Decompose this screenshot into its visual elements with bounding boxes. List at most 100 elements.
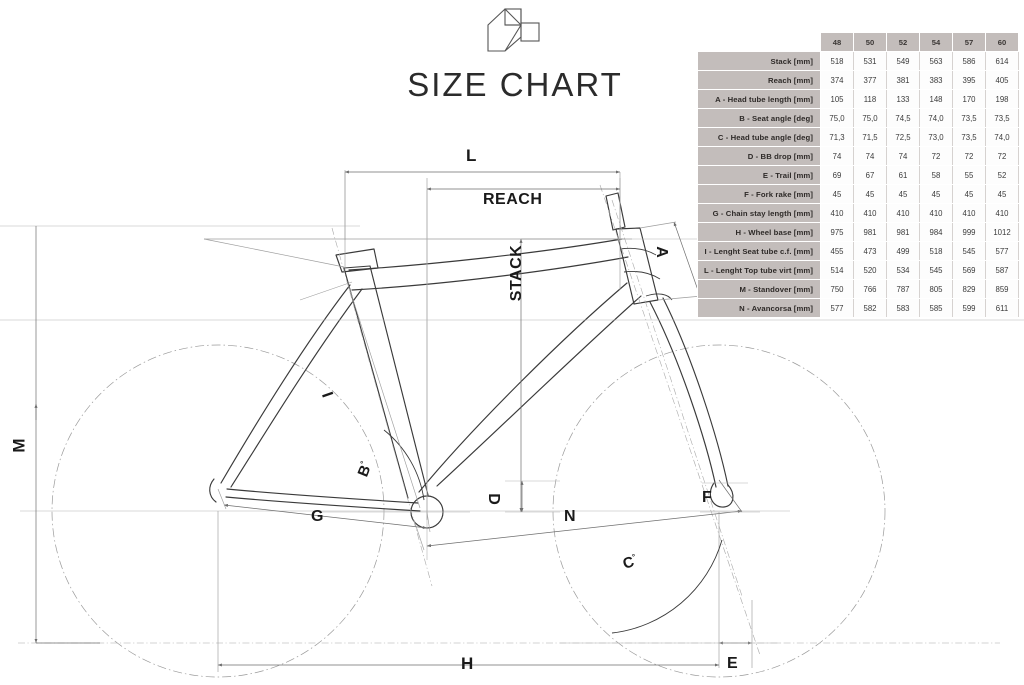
spec-row-label: N - Avancorsa [mm] [697, 298, 821, 318]
dim-label-H: H [461, 654, 474, 673]
spec-cell-value: 829 [952, 279, 986, 299]
spec-cell-value: 73,5 [952, 108, 986, 128]
spec-cell-value: 981 [886, 222, 920, 242]
spec-cell-value: 74 [820, 146, 854, 166]
dim-label-I: I [317, 389, 336, 400]
spec-row-label: H - Wheel base [mm] [697, 222, 821, 242]
spec-cell-value: 563 [919, 51, 953, 71]
down-tube-upper [418, 282, 628, 493]
dim-label-L: L [466, 146, 477, 165]
top-tube-lower [351, 256, 629, 291]
spec-cell-value: 405 [985, 70, 1019, 90]
dim-G-line [223, 503, 428, 530]
spec-cell-value: 71,3 [820, 127, 854, 147]
spec-cell-value: 74,5 [886, 108, 920, 128]
spec-cell-value: 545 [919, 260, 953, 280]
spec-cell-value: 374 [820, 70, 854, 90]
spec-cell-value: 984 [919, 222, 953, 242]
spec-cell-value: 999 [952, 222, 986, 242]
spec-row-label: Reach [mm] [697, 70, 821, 90]
spec-cell-value: 45 [952, 184, 986, 204]
fork-leg-right [662, 297, 729, 487]
spec-cell-value: 45 [853, 184, 887, 204]
spec-cell-value: 73,5 [985, 108, 1019, 128]
spec-cell-value: 614 [985, 51, 1019, 71]
rear-dropout [209, 478, 217, 503]
spec-cell-value: 75,0 [820, 108, 854, 128]
spec-cell-value: 55 [952, 165, 986, 185]
dim-F-line [718, 479, 743, 513]
seat-stay-lower [230, 288, 363, 488]
spec-size-column-header: 54 [919, 32, 953, 52]
spec-cell-value: 410 [820, 203, 854, 223]
spec-cell-value: 410 [853, 203, 887, 223]
spec-cell-value: 586 [952, 51, 986, 71]
spec-cell-value: 377 [853, 70, 887, 90]
spec-cell-value: 534 [886, 260, 920, 280]
spec-cell-value: 58 [919, 165, 953, 185]
spec-cell-value: 383 [919, 70, 953, 90]
spec-cell-value: 67 [853, 165, 887, 185]
spec-cell-value: 750 [820, 279, 854, 299]
spec-cell-value: 61 [886, 165, 920, 185]
spec-cell-value: 520 [853, 260, 887, 280]
dim-label-D: D [484, 493, 502, 505]
spec-cell-value: 148 [919, 89, 953, 109]
seat-tube-right [369, 265, 429, 496]
spec-cell-value: 518 [919, 241, 953, 261]
spec-cell-value: 74 [886, 146, 920, 166]
top-tube-upper [348, 238, 623, 271]
spec-cell-value: 514 [820, 260, 854, 280]
spec-cell-value: 72,5 [886, 127, 920, 147]
spec-cell-value: 71,5 [853, 127, 887, 147]
spec-row-label: C - Head tube angle [deg] [697, 127, 821, 147]
spec-row-label: A - Head tube length [mm] [697, 89, 821, 109]
spec-cell-value: 859 [985, 279, 1019, 299]
dim-label-F: F [702, 489, 712, 506]
dim-label-A: A [652, 246, 670, 258]
spec-cell-value: 455 [820, 241, 854, 261]
spec-cell-value: 577 [985, 241, 1019, 261]
spec-cell-value: 72 [919, 146, 953, 166]
spec-cell-value: 545 [952, 241, 986, 261]
spec-row-label: M - Standover [mm] [697, 279, 821, 299]
spec-row-label: L - Lenght Top tube virt [mm] [697, 260, 821, 280]
dim-label-C: C° [621, 552, 639, 573]
spec-cell-value: 587 [985, 260, 1019, 280]
bottom-bracket [410, 495, 444, 529]
rear-wheel-circle [51, 344, 385, 678]
spec-cell-value: 473 [853, 241, 887, 261]
spec-cell-value: 410 [985, 203, 1019, 223]
fork-leg-left [649, 301, 717, 488]
spec-cell-value: 518 [820, 51, 854, 71]
spec-cell-value: 105 [820, 89, 854, 109]
spec-cell-value: 1012 [985, 222, 1019, 242]
spec-cell-value: 74,0 [919, 108, 953, 128]
spec-cell-value: 599 [952, 298, 986, 318]
seat-stay-upper [220, 284, 351, 484]
chain-stay-upper [226, 488, 419, 504]
spec-cell-value: 410 [919, 203, 953, 223]
spec-cell-value: 118 [853, 89, 887, 109]
front-wheel-circle [552, 344, 886, 678]
seat-tube-left [343, 267, 409, 499]
spec-cell-value: 410 [952, 203, 986, 223]
dim-label-B: B° [355, 460, 375, 479]
spec-cell-value: 577 [820, 298, 854, 318]
dim-label-E: E [727, 655, 738, 672]
spec-cell-value: 585 [919, 298, 953, 318]
spec-size-column-header: 50 [853, 32, 887, 52]
spec-cell-value: 805 [919, 279, 953, 299]
down-tube-lower [436, 295, 642, 487]
spec-cell-value: 72 [985, 146, 1019, 166]
